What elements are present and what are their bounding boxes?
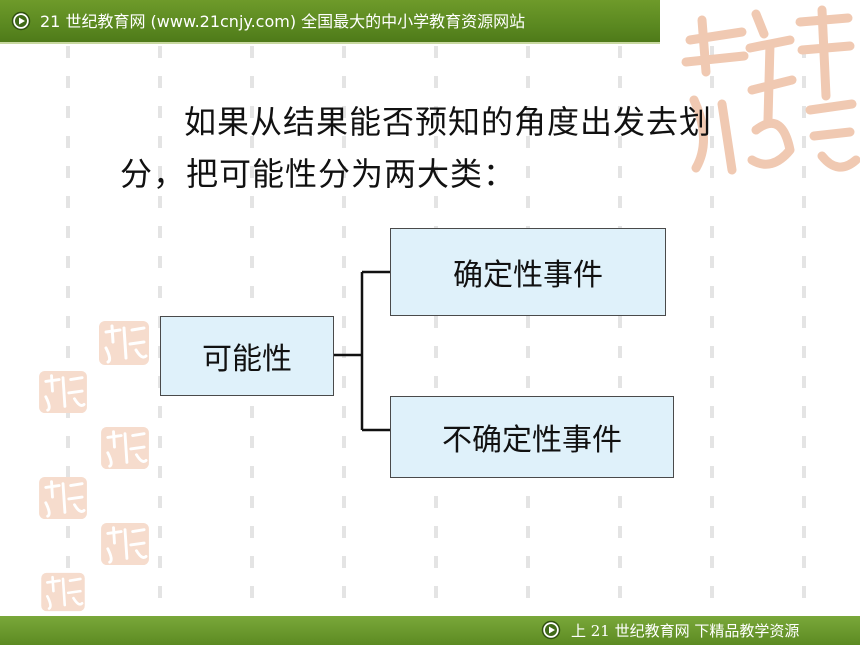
header-site-text[interactable]: 21 世纪教育网 (www.21cnjy.com) 全国最大的中小学教育资源网站 [40, 12, 526, 31]
play-circle-icon[interactable] [541, 620, 561, 640]
footer-bar [0, 616, 860, 645]
grid-line [710, 46, 714, 614]
diagram-child-certain-event: 确定性事件 [390, 228, 666, 316]
decorative-seal [39, 476, 87, 520]
decorative-seal [41, 572, 85, 612]
grid-line [342, 46, 346, 614]
decorative-seal-large [681, 5, 860, 175]
decorative-seal [101, 522, 149, 566]
grid-line [434, 46, 438, 614]
footer-text[interactable]: 上 21 世纪教育网 下精品教学资源 [571, 622, 800, 640]
play-circle-icon[interactable] [11, 11, 31, 31]
grid-line [618, 46, 622, 614]
intro-paragraph: 如果从结果能否预知的角度出发去划分，把可能性分为两大类： [120, 103, 713, 193]
grid-line [66, 46, 70, 614]
grid-line [526, 46, 530, 614]
decorative-seal [101, 426, 149, 470]
decorative-seal [99, 321, 149, 365]
grid-line [802, 46, 806, 614]
decorative-seal [39, 370, 87, 414]
header-underline [0, 42, 660, 44]
diagram-child-uncertain-event: 不确定性事件 [390, 396, 674, 478]
diagram-root-box: 可能性 [160, 316, 334, 396]
